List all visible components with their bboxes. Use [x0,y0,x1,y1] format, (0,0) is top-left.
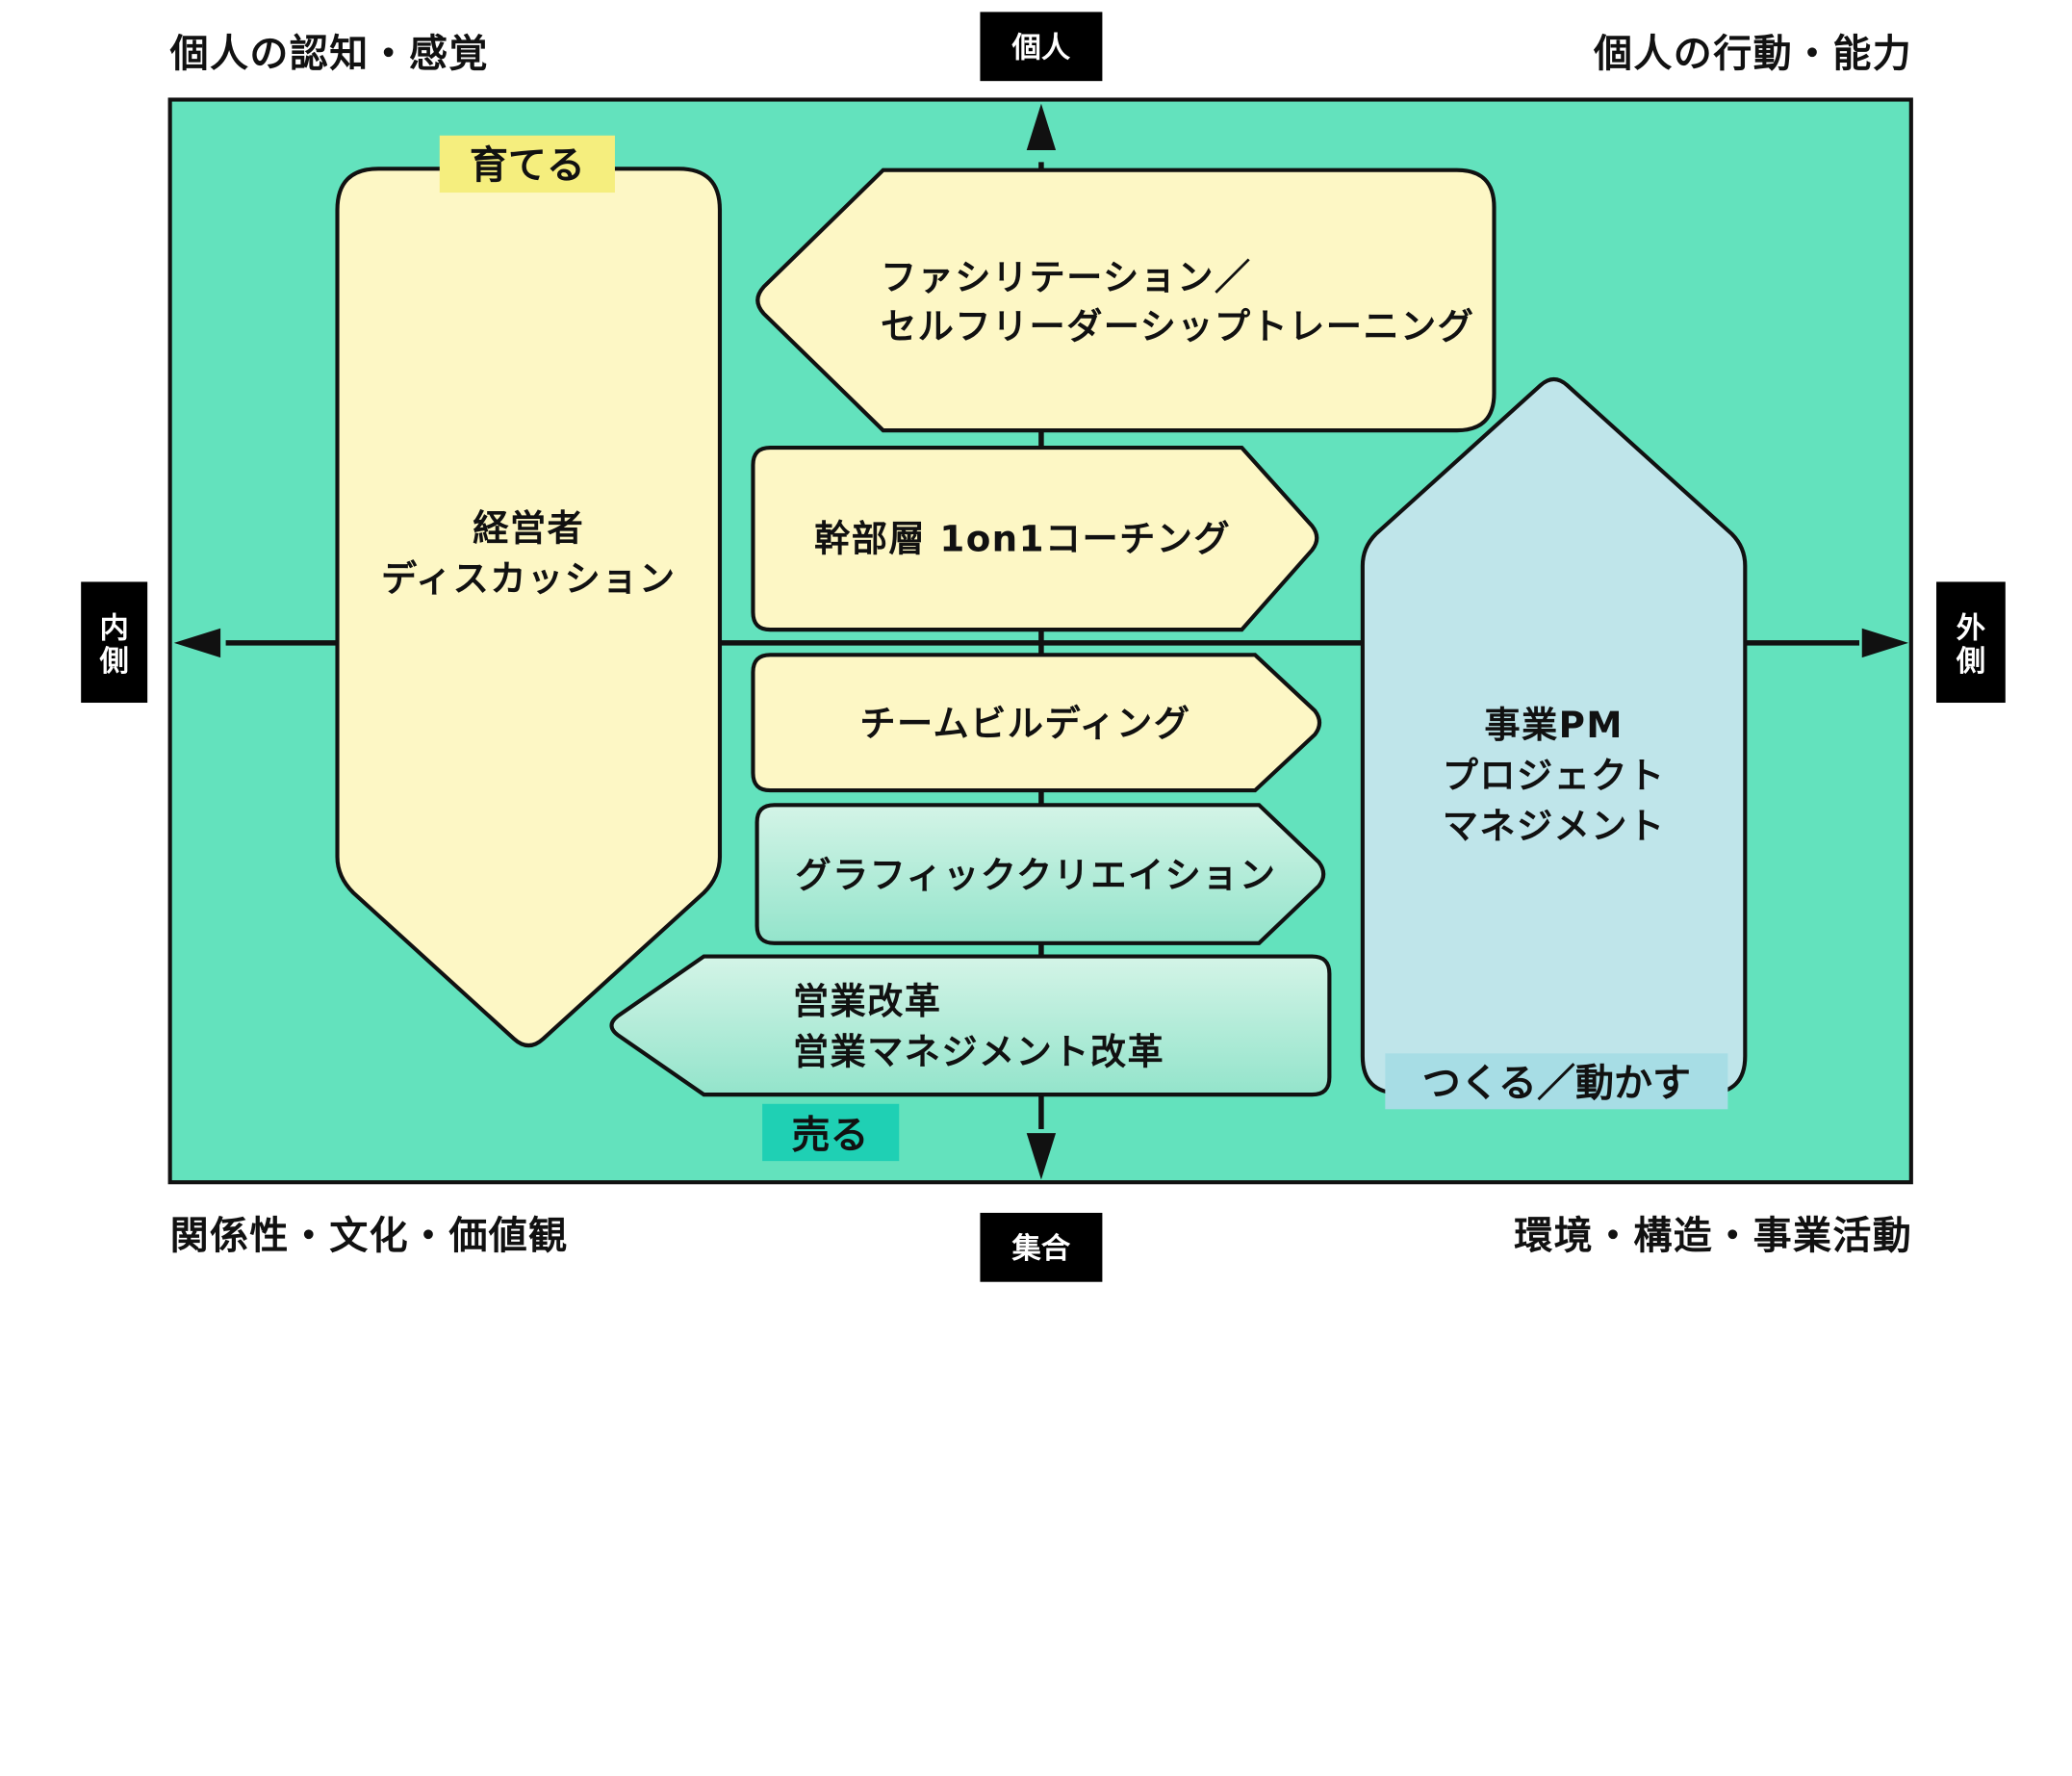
arrow-right-icon [1861,628,1909,658]
block-graphic-creation: グラフィッククリエイション [755,803,1326,945]
axis-label-bottom: 集合 [980,1212,1103,1282]
svg-text:セルフリーダーシップトレーニング: セルフリーダーシップトレーニング [881,305,1474,347]
block-executive-discussion: 経営者 ディスカッション [335,167,723,1048]
corner-label-bottom-left: 関係性・文化・価値観 [170,1214,569,1258]
svg-text:外: 外 [1957,611,1986,645]
corner-label-top-left: 個人の認知・感覚 [169,32,489,76]
svg-text:側: 側 [99,645,129,679]
svg-text:営業マネジメント改革: 営業マネジメント改革 [793,1030,1164,1072]
arrow-left-icon [173,628,221,658]
svg-text:個人: 個人 [1011,31,1071,64]
corner-label-top-right: 個人の行動・能力 [1593,32,1912,76]
tag-grow: 育てる [439,135,615,193]
svg-text:売る: 売る [791,1113,868,1157]
svg-text:つくる／動かす: つくる／動かす [1422,1062,1691,1106]
svg-text:グラフィッククリエイション: グラフィッククリエイション [795,854,1276,896]
quadrant-diagram: 個人の認知・感覚 個人の行動・能力 関係性・文化・価値観 環境・構造・事業活動 … [81,12,2006,1282]
block-facilitation: ファシリテーション／ セルフリーダーシップトレーニング [755,167,1496,433]
block-teambuilding: チームビルディング [751,653,1322,793]
svg-text:事業PM: 事業PM [1484,704,1623,746]
svg-text:ディスカッション: ディスカッション [381,557,676,600]
svg-text:側: 側 [1956,645,1985,679]
tag-sell: 売る [762,1103,900,1162]
svg-text:プロジェクト: プロジェクト [1443,754,1666,796]
corner-label-bottom-right: 環境・構造・事業活動 [1514,1214,1912,1258]
svg-text:集合: 集合 [1011,1231,1071,1266]
svg-text:内: 内 [100,611,129,645]
svg-text:チームビルディング: チームビルディング [859,703,1190,745]
svg-text:マネジメント: マネジメント [1443,805,1666,847]
block-sales-reform: 営業改革 営業マネジメント改革 [609,954,1332,1097]
block-business-pm: 事業PM プロジェクト マネジメント [1360,376,1748,1095]
svg-text:幹部層 1on1コーチング: 幹部層 1on1コーチング [814,518,1231,560]
arrow-down-icon [1026,1133,1057,1180]
block-coaching: 幹部層 1on1コーチング [751,445,1319,632]
tag-build: つくる／動かす [1385,1053,1728,1110]
svg-text:営業改革: 営業改革 [793,980,942,1022]
svg-text:ファシリテーション／: ファシリテーション／ [881,256,1252,298]
svg-text:育てる: 育てる [470,143,585,188]
axis-label-right: 外 側 [1936,581,2006,704]
axis-label-top: 個人 [980,12,1103,82]
axis-label-left: 内 側 [81,581,148,704]
svg-text:経営者: 経営者 [473,507,584,550]
arrow-up-icon [1026,103,1057,150]
